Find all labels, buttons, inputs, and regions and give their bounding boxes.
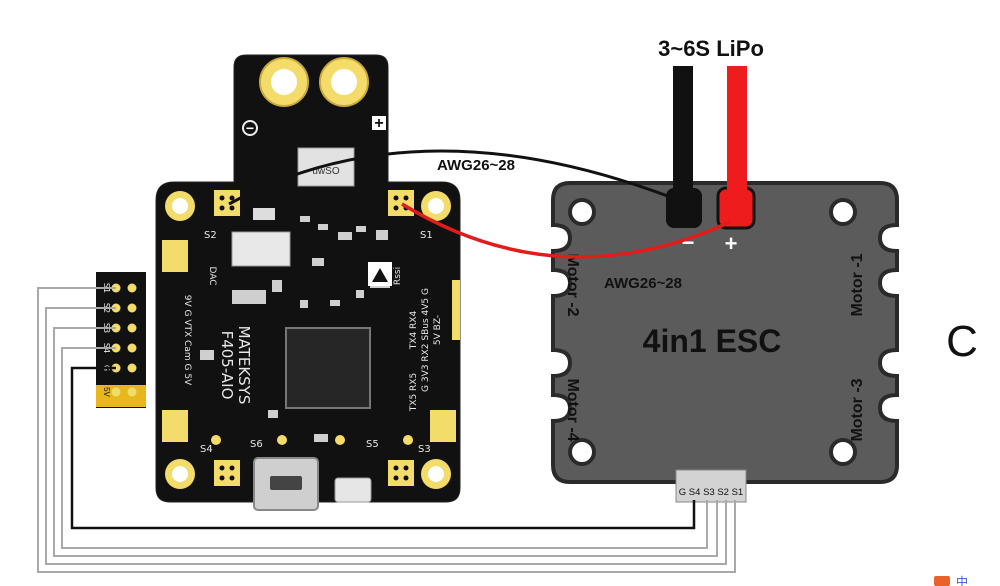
signal-wires — [37, 287, 736, 573]
fc-rssi-label: Rssi — [393, 267, 403, 285]
esc-title: 4in1 ESC — [643, 323, 782, 359]
battery-positive-lead — [727, 66, 747, 206]
signal-wire-s4 — [61, 347, 708, 549]
esc-mount-hole — [568, 438, 596, 466]
flight-controller: − + uwSO — [155, 54, 461, 511]
esc-mount-hole — [829, 198, 857, 226]
fc-sbus-label: G 3V3 RX2 SBus 4V5 G — [421, 288, 431, 392]
figure-letter: C — [946, 317, 978, 366]
header-strip: S1 S2 S3 S4 G 5V — [96, 272, 146, 408]
fc-left-pins-label: 9V G VTX Cam G 5V — [182, 295, 192, 386]
fc-ic-label: uwSO — [312, 166, 339, 177]
fc-pad-s1-label: S1 — [420, 230, 433, 241]
signal-wire-s2 — [45, 307, 727, 565]
battery-label: 3~6S LiPo — [658, 36, 764, 61]
fc-minus-sign: − — [246, 120, 254, 136]
esc-motor-1-label: Motor -1 — [849, 253, 866, 316]
fc-pad-s6-label: S6 — [250, 439, 263, 450]
fc-dac-label: DAC — [207, 266, 217, 285]
esc-motor-3-label: Motor -3 — [849, 378, 866, 441]
fc-pad-s3-label: S3 — [418, 444, 431, 455]
fc-motor-pad-block — [162, 190, 460, 486]
esc-negative-sign: − — [682, 230, 695, 255]
fc-uart-row2-label: TX4 RX4 — [409, 311, 419, 351]
esc-mount-hole — [568, 198, 596, 226]
esc-board: 4in1 ESC Motor -2 Motor -4 Motor -1 Moto… — [551, 181, 899, 503]
fc-pad-s2-label: S2 — [204, 230, 217, 241]
black-wire-awg-label: AWG26~28 — [437, 157, 515, 174]
battery-negative-lead — [673, 66, 693, 206]
esc-positive-sign: + — [725, 231, 738, 256]
battery-leads: 3~6S LiPo — [658, 36, 764, 206]
black-sense-wire — [228, 149, 679, 206]
esc-signal-connector — [675, 469, 747, 503]
fc-brand: MATEKSYS — [235, 326, 253, 405]
signal-wire-s1 — [37, 287, 736, 573]
fc-regulator-body — [231, 231, 291, 267]
fc-pad-s4-label: S4 — [200, 444, 213, 455]
fc-uart-row1-label: 5V BZ- — [433, 315, 443, 345]
watermark: 中 — [934, 574, 968, 586]
fc-uart-row3-label: TX5 RX5 — [409, 373, 419, 412]
red-sense-wire — [401, 202, 731, 259]
fc-ic-top — [297, 147, 355, 187]
fc-mcu — [285, 327, 371, 409]
fc-plus-sign: + — [374, 115, 383, 132]
signal-wire-s3 — [53, 327, 718, 557]
esc-connector-pins-label: G S4 S3 S2 S1 — [679, 487, 743, 498]
fc-pad-s5-label: S5 — [366, 439, 379, 450]
fc-boot-button[interactable] — [334, 477, 372, 503]
header-pin-5v-label: 5V — [102, 387, 111, 397]
fc-small-components — [200, 216, 390, 442]
watermark-text: 中 — [956, 574, 968, 586]
fc-regulator — [253, 208, 275, 220]
red-wire-awg-label: AWG26~28 — [604, 275, 682, 292]
signal-wire-g — [70, 366, 696, 530]
esc-motor-4-label: Motor -4 — [564, 378, 581, 441]
fc-model: F405-AIO — [218, 331, 236, 400]
esc-mount-hole — [829, 438, 857, 466]
esc-motor-2-label: Motor -2 — [564, 253, 581, 316]
sense-wires: AWG26~28 AWG26~28 — [228, 149, 731, 292]
